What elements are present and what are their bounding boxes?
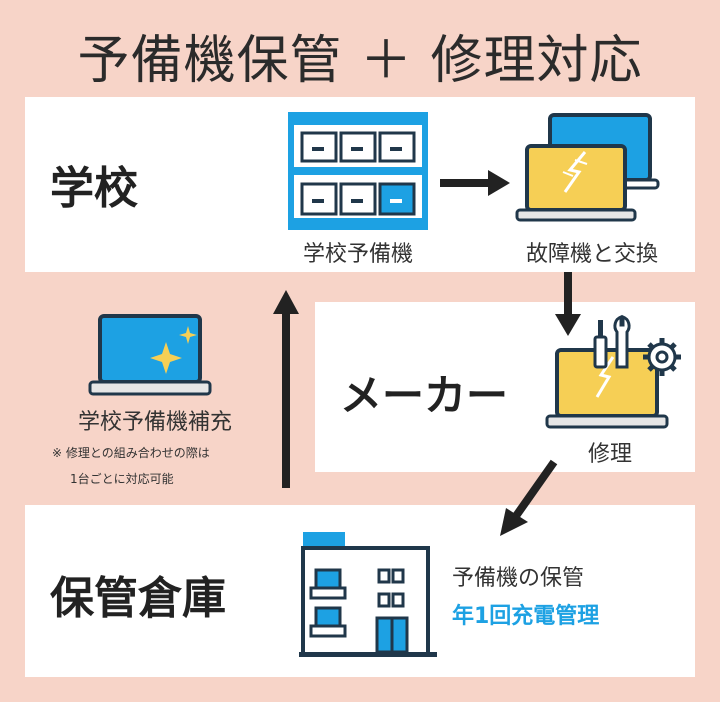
maker-heading: メーカー — [340, 371, 509, 420]
exchange-label: 故障機と交換 — [525, 242, 658, 267]
storage-label: 予備機の保管 — [452, 566, 585, 591]
arrow-up-icon — [273, 290, 299, 488]
new-laptop-icon — [88, 314, 212, 396]
replenish-label: 学校予備機補充 — [77, 410, 232, 435]
replenish-note-line1: ※ 修理との組み合わせの際は — [52, 446, 210, 460]
charge-label: 年1回充電管理 — [452, 604, 600, 629]
shelf-icon — [288, 112, 428, 230]
replenish-note-line2: 1台ごとに対応可能 — [70, 472, 174, 486]
warehouse-heading: 保管倉庫 — [50, 573, 226, 624]
page-title: 予備機保管 ＋ 修理対応 — [77, 31, 643, 91]
school-spare-label: 学校予備機 — [302, 242, 413, 267]
arrow-down-icon — [555, 272, 581, 336]
arrow-right-icon — [440, 170, 510, 196]
repair-label: 修理 — [587, 442, 632, 467]
arrow-diagonal-icon — [500, 459, 558, 536]
repair-laptop-icon — [545, 314, 681, 429]
laptop-exchange-icon — [515, 113, 660, 222]
warehouse-building-icon — [299, 532, 437, 657]
school-heading: 学校 — [50, 163, 138, 214]
